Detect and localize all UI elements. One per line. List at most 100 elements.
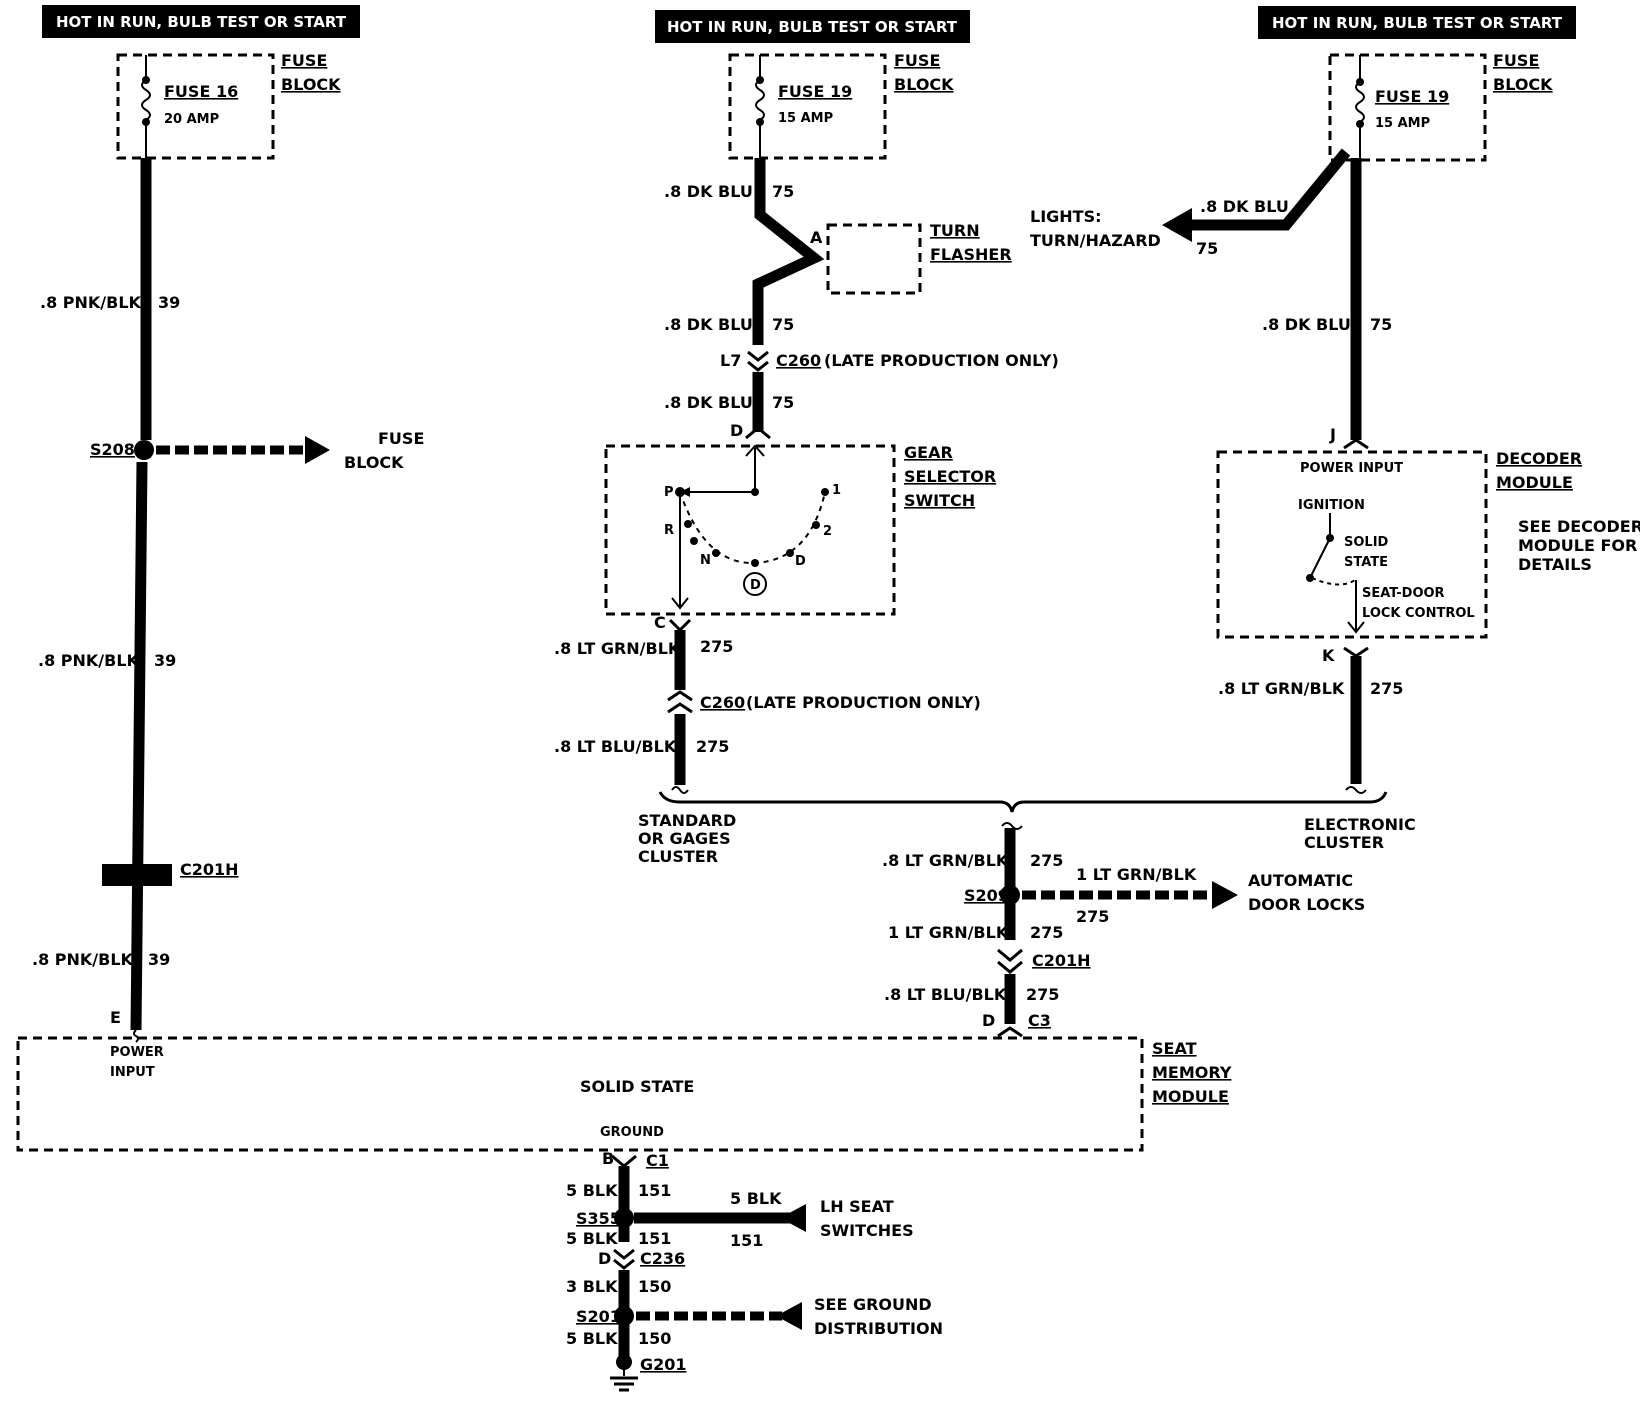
right-circuit-75: 75 [1370,315,1392,334]
ground-g201: G201 [640,1355,687,1374]
module-name-2: MEMORY [1152,1063,1232,1082]
banner-right-text: HOT IN RUN, BULB TEST OR START [1272,14,1563,32]
left-circuit-1: 39 [158,293,180,312]
see-decoder-2: MODULE FOR [1518,536,1637,555]
see-ground-2: DISTRIBUTION [814,1319,943,1338]
fuse-block-left-label-2: BLOCK [281,75,341,94]
gear-pin-c: C [654,613,666,632]
fuse-block-center-label-1: FUSE [894,51,940,70]
lights-label-2: TURN/HAZARD [1030,231,1161,250]
see-ground-1: SEE GROUND [814,1295,932,1314]
cluster-brace [658,791,1388,813]
see-decoder-3: DETAILS [1518,555,1592,574]
ground-circuit-151-2: 151 [638,1229,671,1248]
left-wire-label-1: .8 PNK/BLK [40,293,142,312]
module-solid-state: SOLID STATE [580,1077,694,1096]
ground-circuit-150-2: 150 [638,1329,671,1348]
c260-upper-note: (LATE PRODUCTION ONLY) [824,351,1059,370]
right-circuit-branch: 75 [1196,239,1218,258]
fuse-19-center-name: FUSE 19 [778,82,852,101]
connector-c1: C1 [646,1151,669,1170]
center-wire-3: .8 DK BLU [664,393,753,412]
left-circuit: .8 PNK/BLK 39 S208 FUSE BLOCK .8 PNK/BLK… [32,158,424,1043]
gear-selector-label-1: GEAR [904,443,953,462]
ground-circuit-151-1: 151 [638,1181,671,1200]
left-circuit-3: 39 [148,950,170,969]
fuse-16-rating: 20 AMP [164,112,219,127]
fuse-block-left-label-1: FUSE [281,51,327,70]
gear-pin-d: D [730,421,743,440]
fuse-block-left: FUSE 16 20 AMP FUSE BLOCK [116,51,341,160]
lower-circuit-275-2: 275 [1030,923,1063,942]
center-wire-2: .8 DK BLU [664,315,753,334]
fuse-19-right-rating: 15 AMP [1375,116,1430,131]
gear-pos-1: 1 [832,483,841,498]
standard-cluster-2: OR GAGES [638,829,731,848]
lower-wire-1: .8 LT GRN/BLK [882,851,1009,870]
s209-branch-wire: 1 LT GRN/BLK [1076,865,1197,884]
connector-c236: C236 [640,1249,685,1268]
left-pin-e: E [110,1008,121,1027]
decoder-pin-j: J [1329,425,1336,444]
standard-cluster-1: STANDARD [638,811,736,830]
lower-circuit-275-3: 275 [1026,985,1059,1004]
lower-circuit: .8 LT GRN/BLK 275 S209 1 LT GRN/BLK 275 … [882,822,1365,1038]
ground-circuit: B C1 5 BLK 151 S355 5 BLK 151 LH SEAT SW… [566,1149,943,1392]
right-circuit: .8 DK BLU 75 LIGHTS: TURN/HAZARD .8 DK B… [1030,148,1640,852]
splice-s208: S208 [90,440,135,459]
ground-wire-3: 3 BLK [566,1277,618,1296]
connector-c201h-left: C201H [180,860,239,879]
electronic-cluster-1: ELECTRONIC [1304,815,1416,834]
lower-circuit-275-1: 275 [1030,851,1063,870]
fuse-block-right-label-2: BLOCK [1493,75,1553,94]
lh-seat-2: SWITCHES [820,1221,914,1240]
lower-wire-3: .8 LT BLU/BLK [884,985,1007,1004]
module-power-input-2: INPUT [110,1065,155,1080]
connector-c201h-lower: C201H [1032,951,1091,970]
ground-circuit-150-1: 150 [638,1277,671,1296]
module-name-1: SEAT [1152,1039,1197,1058]
connector-c3: C3 [1028,1011,1051,1030]
banner-center-text: HOT IN RUN, BULB TEST OR START [667,18,958,36]
module-ground: GROUND [600,1125,664,1140]
banner-right: HOT IN RUN, BULB TEST OR START [1258,6,1576,39]
ground-wire-1: 5 BLK [566,1181,618,1200]
decoder-solid-state-2: STATE [1344,555,1388,570]
seat-memory-module: POWER INPUT SOLID STATE GROUND SEAT MEMO… [16,1036,1232,1152]
left-wire-label-3: .8 PNK/BLK [32,950,134,969]
fuse-19-center-rating: 15 AMP [778,111,833,126]
s209-branch-circuit: 275 [1076,907,1109,926]
s355-branch-circuit: 151 [730,1231,763,1250]
decoder-solid-state-1: SOLID [1344,535,1389,550]
turn-flasher-label-2: FLASHER [930,245,1012,264]
banner-center: HOT IN RUN, BULB TEST OR START [655,10,970,43]
center-circuit-75-1: 75 [772,182,794,201]
turn-flasher-label-1: TURN [930,221,980,240]
gear-pos-d: D [795,554,806,569]
center-circuit-75-2: 75 [772,315,794,334]
decoder-seat-door-2: LOCK CONTROL [1362,606,1475,621]
right-wire-1: .8 DK BLU [1262,315,1351,334]
standard-cluster-3: CLUSTER [638,847,718,866]
right-circuit-275: 275 [1370,679,1403,698]
c260-upper: C260 [776,351,821,370]
c260-lower-note: (LATE PRODUCTION ONLY) [746,693,981,712]
c260-lower: C260 [700,693,745,712]
auto-door-locks-1: AUTOMATIC [1248,871,1353,890]
ground-pin-b: B [602,1149,614,1168]
lower-wire-2: 1 LT GRN/BLK [888,923,1009,942]
splice-s201: S201 [576,1307,621,1326]
s208-dest-2: BLOCK [344,453,404,472]
splice-s355: S355 [576,1209,621,1228]
fuse-block-right: FUSE 19 15 AMP FUSE BLOCK [1328,51,1553,162]
module-name-3: MODULE [1152,1087,1229,1106]
s208-dest-1: FUSE [378,429,424,448]
decoder-label-1: DECODER [1496,449,1582,468]
splice-s209: S209 [964,886,1009,905]
fuse-block-right-label-1: FUSE [1493,51,1539,70]
right-wire-branch: .8 DK BLU [1200,197,1289,216]
banner-left-text: HOT IN RUN, BULB TEST OR START [56,13,347,31]
gear-pos-n: N [700,553,711,568]
gear-selector-label-3: SWITCH [904,491,975,510]
